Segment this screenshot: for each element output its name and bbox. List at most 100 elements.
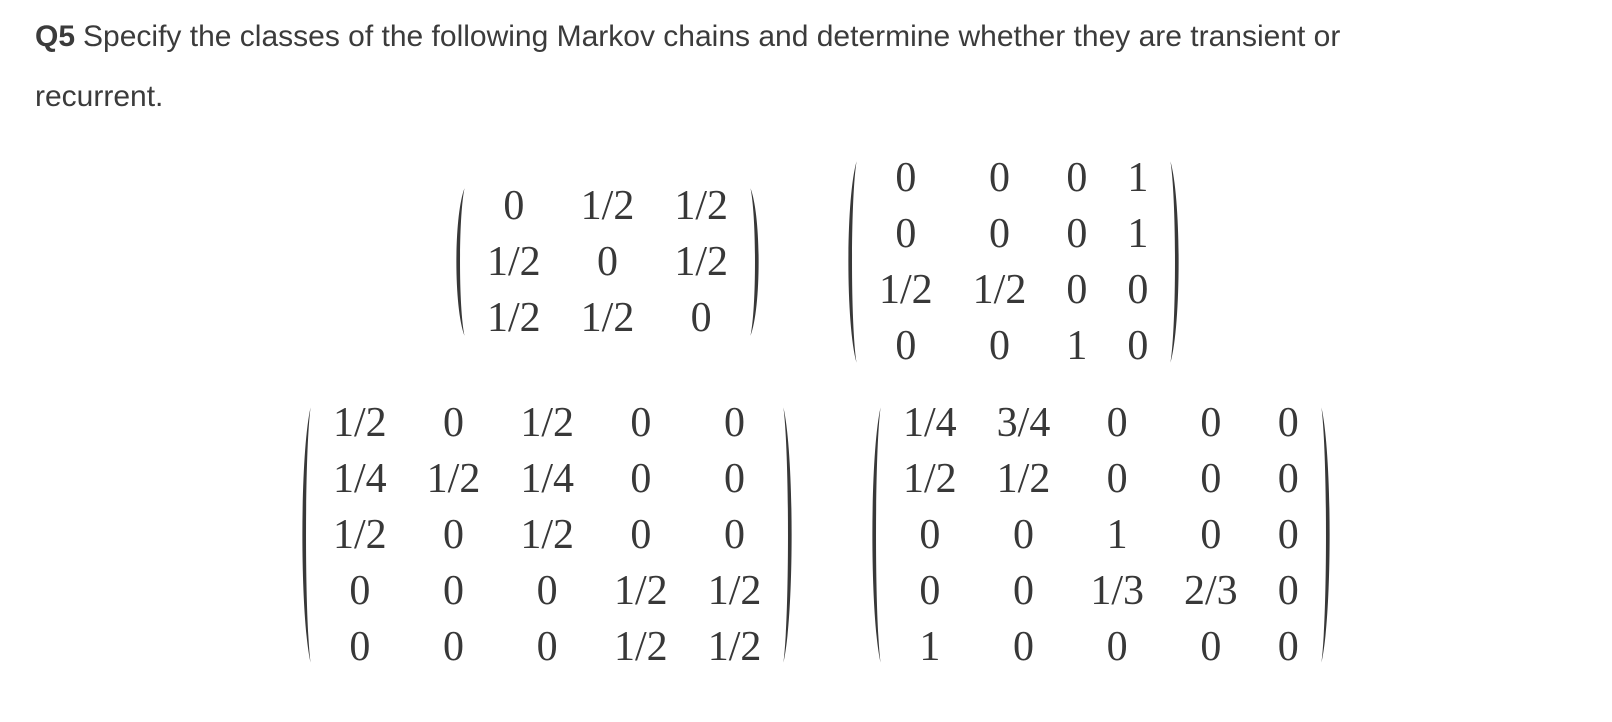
matrix-left-paren bbox=[866, 395, 883, 675]
matrix-cell: 1/2 bbox=[879, 267, 933, 313]
matrix-cell: 1/4 bbox=[903, 400, 957, 446]
matrix-cell: 0 bbox=[443, 568, 464, 614]
matrix-cell: 0 bbox=[536, 624, 558, 670]
matrix-cell: 0 bbox=[724, 512, 746, 558]
matrix-cell: 1/2 bbox=[996, 456, 1051, 502]
matrix-cell: 2/3 bbox=[1184, 568, 1238, 614]
matrix-cell: 0 bbox=[443, 624, 464, 670]
matrix-cell: 0 bbox=[895, 323, 917, 369]
matrix-cell: 0 bbox=[630, 400, 652, 446]
matrix-cell: 0 bbox=[1200, 512, 1222, 558]
matrix-cell: 0 bbox=[1200, 400, 1222, 446]
matrix-cell: 1/2 bbox=[972, 267, 1027, 313]
matrix-cell: 0 bbox=[1277, 512, 1299, 558]
matrix-cell: 0 bbox=[443, 512, 464, 558]
matrix-cell: 0 bbox=[1277, 624, 1299, 670]
matrix-cell: 0 bbox=[1127, 323, 1149, 369]
matrix-cell: 1/2 bbox=[614, 568, 668, 614]
matrix-cell: 1/2 bbox=[520, 512, 575, 558]
matrix-cell: 0 bbox=[1066, 267, 1088, 313]
matrix-cell: 0 bbox=[349, 568, 371, 614]
matrix-cell: 0 bbox=[630, 456, 652, 502]
matrix-cell: 1/4 bbox=[520, 456, 575, 502]
matrix-row: 1/2 1/2 0 bbox=[467, 290, 748, 346]
matrix-cell: 0 bbox=[724, 456, 746, 502]
matrix-cell: 0 bbox=[989, 211, 1010, 257]
matrix-cell: 0 bbox=[919, 512, 941, 558]
matrix-row: 1/2 0 1/2 0 0 bbox=[313, 507, 781, 563]
matrix-cell: 1/2 bbox=[333, 400, 387, 446]
matrix-cell: 0 bbox=[724, 400, 746, 446]
matrix-cell: 0 bbox=[919, 568, 941, 614]
matrix-row: 0 0 1/3 2/3 0 bbox=[883, 563, 1319, 619]
matrix-cell: 1/2 bbox=[426, 456, 481, 502]
matrix-cell: 1/2 bbox=[580, 183, 635, 229]
question-line2-text: recurrent. bbox=[35, 80, 164, 113]
matrix-cell: 0 bbox=[1106, 624, 1128, 670]
matrix-cell: 0 bbox=[895, 155, 917, 201]
matrix-cell: 0 bbox=[597, 239, 618, 285]
matrix-right-paren bbox=[748, 178, 765, 346]
matrix-cell: 1 bbox=[1106, 512, 1128, 558]
matrix-cell: 0 bbox=[1013, 624, 1034, 670]
matrix-cell: 1/2 bbox=[707, 568, 762, 614]
question-line1-text: Specify the classes of the following Mar… bbox=[83, 20, 1341, 53]
matrix-cell: 0 bbox=[1013, 512, 1034, 558]
matrix-cell: 1/2 bbox=[487, 295, 541, 341]
matrix-cell: 0 bbox=[1200, 456, 1222, 502]
matrix-cell: 1 bbox=[1066, 323, 1088, 369]
matrix-row: 1 0 0 0 0 bbox=[883, 619, 1319, 675]
matrix-cell: 0 bbox=[1066, 155, 1088, 201]
matrix-cell: 0 bbox=[989, 323, 1010, 369]
matrix-cell: 0 bbox=[443, 400, 464, 446]
matrix-cell: 0 bbox=[1277, 456, 1299, 502]
matrix-right-paren bbox=[781, 395, 798, 675]
matrix-cell: 1/3 bbox=[1090, 568, 1145, 614]
question-number: Q5 bbox=[35, 20, 76, 53]
matrix-cell: 0 bbox=[503, 183, 525, 229]
matrix-cell: 1 bbox=[919, 624, 941, 670]
matrix-cell: 1/2 bbox=[903, 456, 957, 502]
matrix-cell: 0 bbox=[630, 512, 652, 558]
question-line-2: recurrent. bbox=[35, 67, 1340, 127]
matrix-cell: 0 bbox=[989, 155, 1010, 201]
matrix-cell: 1 bbox=[1127, 211, 1149, 257]
matrix-left-paren bbox=[450, 178, 467, 346]
matrix-cell: 0 bbox=[690, 295, 712, 341]
matrix-cell: 0 bbox=[536, 568, 558, 614]
matrix-cell: 0 bbox=[1277, 568, 1299, 614]
matrix-cell: 0 bbox=[1200, 624, 1222, 670]
matrix-cell: 0 bbox=[1013, 568, 1034, 614]
matrix-cell: 0 bbox=[1127, 267, 1149, 313]
matrix-cell: 0 bbox=[1106, 400, 1128, 446]
matrix-row: 1/2 0 1/2 bbox=[467, 234, 748, 290]
matrix-cell: 1/2 bbox=[674, 239, 729, 285]
matrix-row: 0 0 0 1/2 1/2 bbox=[313, 563, 781, 619]
matrix-left-paren bbox=[842, 150, 859, 374]
matrix-cell: 1/2 bbox=[580, 295, 635, 341]
matrix-cell: 3/4 bbox=[996, 400, 1051, 446]
matrix-cell: 0 bbox=[1066, 211, 1088, 257]
matrix-cell: 1/2 bbox=[333, 512, 387, 558]
matrix-cell: 1/2 bbox=[487, 239, 541, 285]
matrix-cell: 1/2 bbox=[707, 624, 762, 670]
